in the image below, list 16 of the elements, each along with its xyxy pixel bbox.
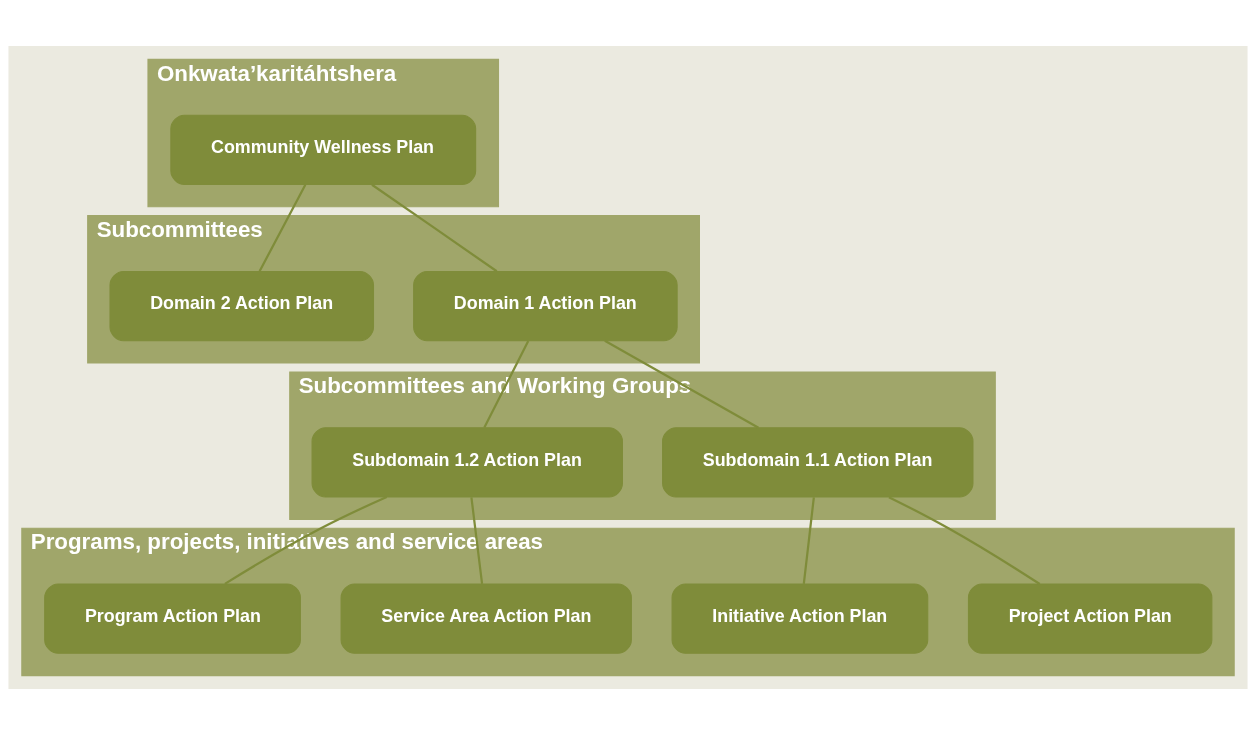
node-box: Subdomain 1.1 Action Plan bbox=[662, 426, 974, 498]
connector bbox=[802, 496, 815, 584]
node-box: Project Action Plan bbox=[967, 583, 1213, 654]
node-box: Domain 2 Action Plan bbox=[109, 270, 375, 341]
node-box: Community Wellness Plan bbox=[170, 114, 477, 185]
node-box: Service Area Action Plan bbox=[340, 583, 632, 654]
node-box: Initiative Action Plan bbox=[671, 583, 929, 654]
connector bbox=[483, 340, 530, 428]
connector bbox=[888, 495, 1041, 585]
connector bbox=[258, 183, 307, 272]
node-box: Domain 1 Action Plan bbox=[413, 270, 678, 341]
node-box: Program Action Plan bbox=[44, 583, 301, 654]
connector bbox=[470, 496, 484, 584]
connector bbox=[224, 495, 388, 585]
node-box: Subdomain 1.2 Action Plan bbox=[311, 426, 623, 498]
connector bbox=[604, 339, 759, 429]
